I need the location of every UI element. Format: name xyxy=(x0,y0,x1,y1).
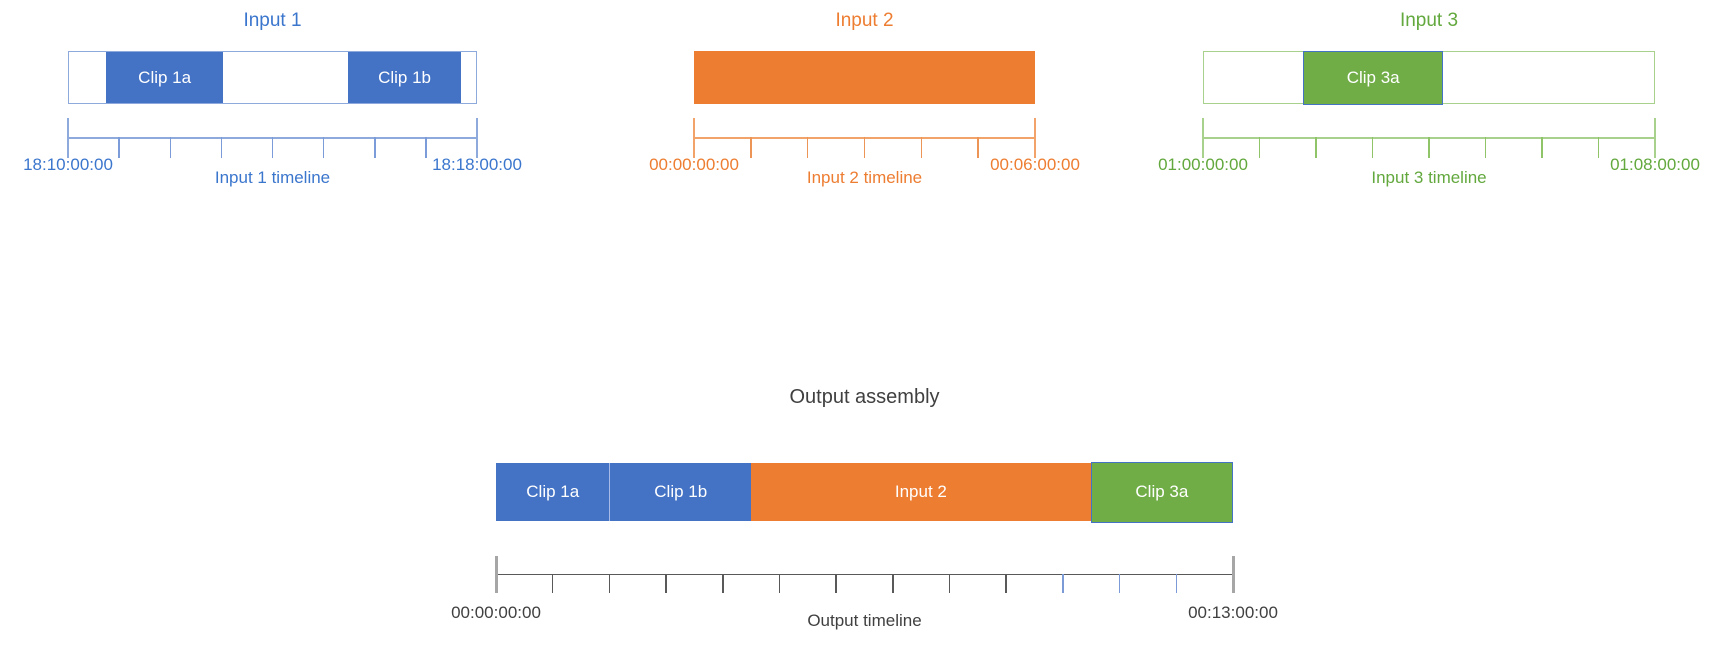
segment-input-2: Input 2 xyxy=(751,463,1091,521)
ruler-end-tick xyxy=(1034,118,1036,158)
clip-1b: Clip 1b xyxy=(347,52,462,103)
ruler-tick xyxy=(892,573,894,593)
input-3-bar: Clip 3a xyxy=(1203,50,1655,105)
ruler-tick xyxy=(1597,137,1600,158)
ruler-tick xyxy=(835,573,837,593)
ruler-tick xyxy=(750,137,752,158)
input-1-timeline-caption: Input 1 timeline xyxy=(214,168,331,187)
input-2-timeline-caption: Input 2 timeline xyxy=(806,168,923,187)
ruler-tick xyxy=(1541,137,1543,158)
ruler-tick xyxy=(169,137,171,158)
clip-3a: Clip 3a xyxy=(1303,50,1443,105)
ruler-tick xyxy=(806,137,809,158)
input-1-section: Input 1 Clip 1a Clip 1b 18:10:00:00 18:18… xyxy=(23,0,522,220)
input-3-section: Input 3 Clip 3a 01:00:00:00 01:08:00:00 … xyxy=(1158,0,1700,220)
ruler-end-tick xyxy=(67,118,69,158)
ruler-end-tick xyxy=(476,118,478,158)
input-3-end-time: 01:08:00:00 xyxy=(1610,155,1700,174)
ruler-tick xyxy=(1175,573,1178,593)
segment-clip-1a: Clip 1a xyxy=(496,463,610,521)
ruler-end-tick xyxy=(1654,118,1656,158)
input-1-start-time: 18:10:00:00 xyxy=(23,155,113,174)
ruler-tick xyxy=(665,573,667,593)
ruler-tick xyxy=(374,137,376,158)
input-2-section: Input 2 00:00:00:00 00:06:00:00 Input 2 … xyxy=(649,0,1080,220)
output-end-time: 00:13:00:00 xyxy=(1188,603,1278,622)
ruler-tick xyxy=(948,573,951,593)
output-assembly-title: Output assembly xyxy=(789,386,940,408)
output-timeline-caption: Output timeline xyxy=(807,611,922,630)
input-2-start-time: 00:00:00:00 xyxy=(649,155,739,174)
ruler-line xyxy=(496,573,1233,575)
ruler-tick xyxy=(1005,573,1007,593)
ruler-tick xyxy=(1118,573,1121,593)
ruler-tick xyxy=(778,573,781,593)
input-1-ruler xyxy=(67,118,478,158)
ruler-tick xyxy=(1371,137,1374,158)
ruler-tick xyxy=(722,573,724,593)
ruler-tick xyxy=(608,573,611,593)
ruler-end-tick xyxy=(494,556,498,593)
input-3-timeline-caption: Input 3 timeline xyxy=(1371,168,1487,187)
input-2-end-time: 00:06:00:00 xyxy=(990,155,1080,174)
ruler-tick xyxy=(551,573,554,593)
input-3-start-time: 01:00:00:00 xyxy=(1158,155,1248,174)
input-1-title: Input 1 xyxy=(243,10,302,31)
clip-1a: Clip 1a xyxy=(106,52,223,103)
input-2-bar xyxy=(694,51,1035,104)
input-3-ruler xyxy=(1202,118,1656,158)
ruler-end-tick xyxy=(693,118,695,158)
ruler-tick xyxy=(863,137,866,158)
ruler-tick xyxy=(920,137,923,158)
input-2-ruler xyxy=(693,118,1036,158)
segment-clip-3a: Clip 3a xyxy=(1090,461,1233,523)
ruler-tick xyxy=(1062,573,1064,593)
ruler-tick xyxy=(1258,137,1261,158)
segment-clip-1b: Clip 1b xyxy=(609,463,751,521)
ruler-tick xyxy=(1428,137,1430,158)
ruler-end-tick xyxy=(1231,556,1235,593)
input-2-title: Input 2 xyxy=(835,10,894,31)
ruler-tick xyxy=(977,137,979,158)
ruler-tick xyxy=(322,137,325,158)
input-1-end-time: 18:18:00:00 xyxy=(432,155,522,174)
input-1-bar: Clip 1a Clip 1b xyxy=(68,51,477,104)
ruler-tick xyxy=(271,137,274,158)
ruler-tick xyxy=(425,137,427,158)
ruler-tick xyxy=(220,137,223,158)
output-start-time: 00:00:00:00 xyxy=(451,603,541,622)
output-ruler xyxy=(494,556,1235,593)
input-3-title: Input 3 xyxy=(1399,10,1459,31)
ruler-tick xyxy=(118,137,120,158)
ruler-end-tick xyxy=(1202,118,1204,158)
ruler-tick xyxy=(1315,137,1317,158)
ruler-tick xyxy=(1484,137,1487,158)
